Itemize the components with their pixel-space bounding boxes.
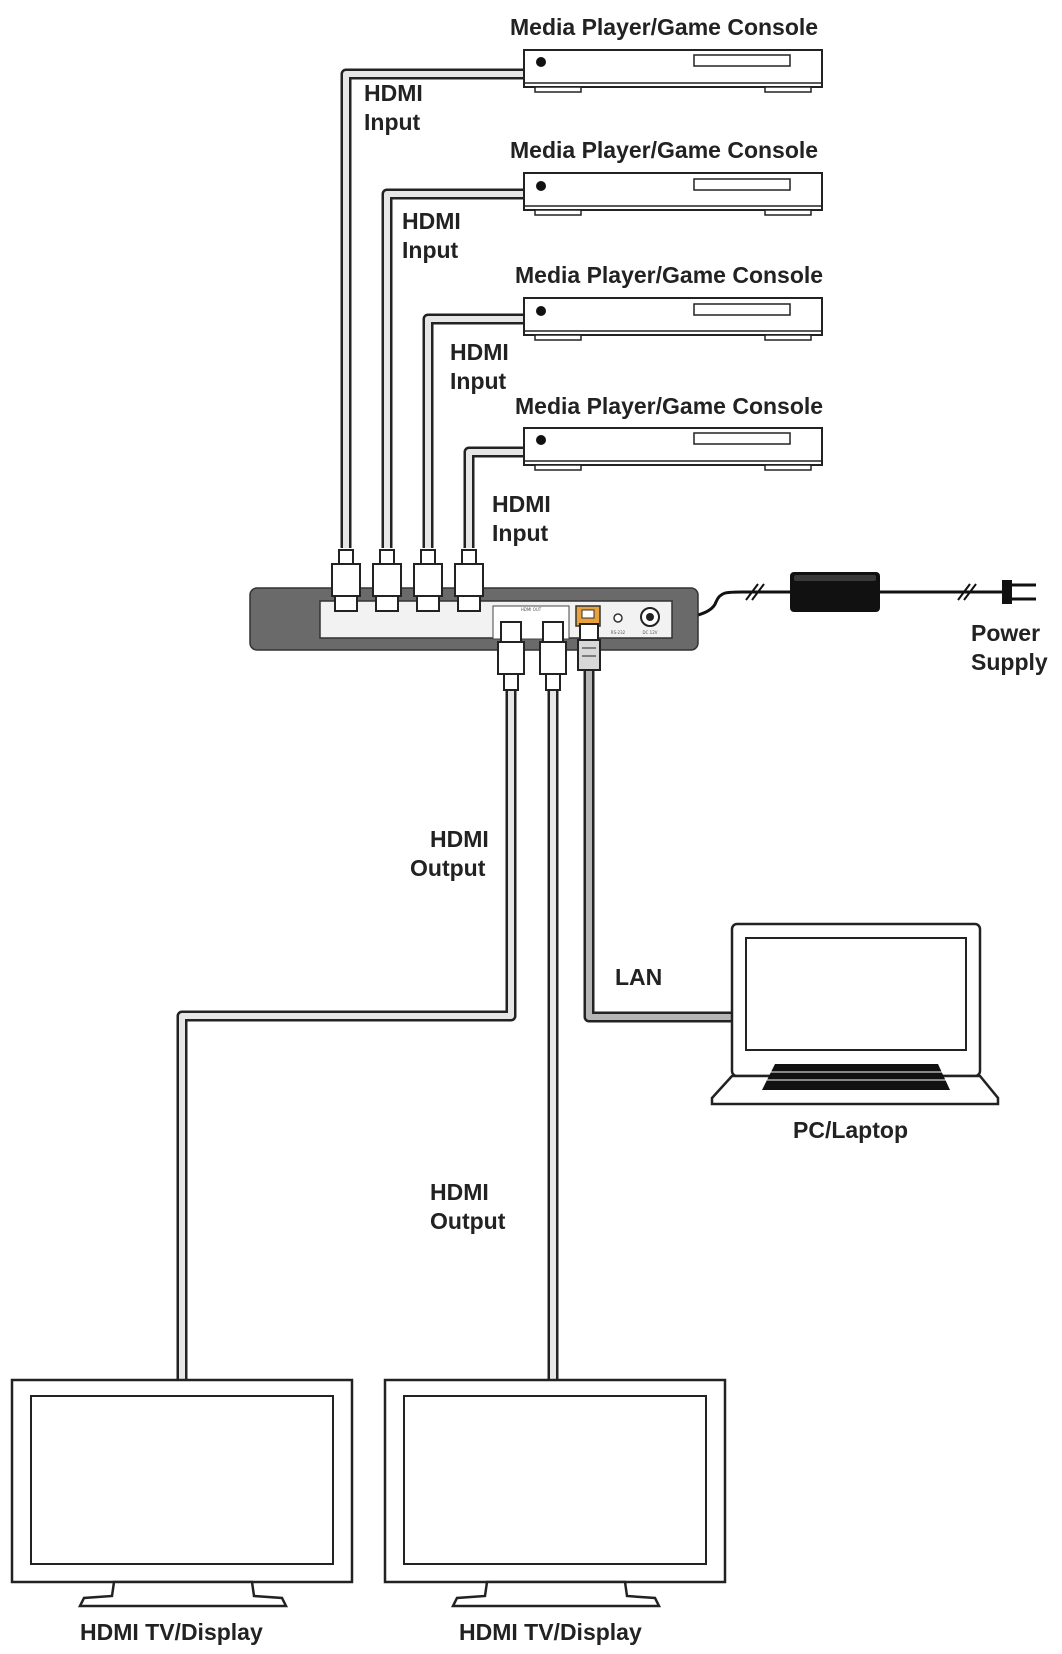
hdmi-output-cable-1 [176, 690, 517, 1380]
display-2 [383, 1378, 727, 1608]
hdmi-input-1-label-line1: HDMI [364, 80, 423, 106]
hdmi-output-connectors [497, 621, 567, 691]
source-device-4 [523, 427, 823, 471]
source-device-1-label: Media Player/Game Console [510, 14, 818, 40]
lan-connector [577, 623, 601, 671]
laptop [710, 922, 1000, 1106]
hdmi-input-cable-3 [422, 313, 524, 548]
power-adapter [790, 572, 880, 612]
power-plug-icon [1002, 580, 1036, 604]
hdmi-input-cable-4 [463, 446, 524, 548]
keyboard-icon [762, 1064, 950, 1090]
lan-cable [583, 670, 732, 1023]
rs232-port [613, 613, 623, 623]
lan-label: LAN [615, 964, 662, 990]
dc-power-jack-label: DC 12V [643, 630, 658, 635]
display-1-label: HDMI TV/Display [80, 1619, 263, 1645]
source-device-3 [523, 297, 823, 341]
hdmi-input-2-label-line2: Input [402, 237, 459, 263]
hdmi-output-1-label-line1: HDMI [430, 826, 489, 852]
hdmi-output-1-label-line2: Output [410, 855, 486, 881]
hdmi-input-cables [340, 68, 524, 548]
hdmi-input-3-label-line1: HDMI [450, 339, 509, 365]
hdmi-input-connector-4 [454, 549, 484, 612]
hdmi-input-2-label-line1: HDMI [402, 208, 461, 234]
display-1 [10, 1378, 354, 1608]
hdmi-input-connector-2 [372, 549, 402, 612]
hdmi-input-3-label-line2: Input [450, 368, 507, 394]
source-device-2-label: Media Player/Game Console [510, 137, 818, 163]
hdmi-output-2-label-line1: HDMI [430, 1179, 489, 1205]
laptop-label: PC/Laptop [793, 1117, 908, 1143]
source-device-4-label: Media Player/Game Console [515, 393, 823, 419]
display-2-label: HDMI TV/Display [459, 1619, 642, 1645]
hdmi-input-4-label-line1: HDMI [492, 491, 551, 517]
hdmi-input-connectors [331, 549, 484, 612]
rs232-port-label: RS-232 [611, 630, 626, 635]
hdmi-output-cables [176, 690, 559, 1380]
hdmi-input-1-label-line2: Input [364, 109, 421, 135]
hdmi-input-4-label-line2: Input [492, 520, 549, 546]
hdmi-input-cable-1 [340, 68, 524, 548]
source-device-2 [523, 172, 823, 216]
hdmi-output-connector-2 [539, 621, 567, 691]
dc-power-jack [640, 607, 660, 627]
hdmi-output-2-label-line2: Output [430, 1208, 506, 1234]
hdmi-input-connector-3 [413, 549, 443, 612]
hdmi-output-connector-1 [497, 621, 525, 691]
hdmi-input-cable-2 [381, 188, 524, 548]
source-device-3-label: Media Player/Game Console [515, 262, 823, 288]
source-device-1 [523, 49, 823, 93]
power-supply-label-line1: Power [971, 620, 1040, 646]
hdmi-input-connector-1 [331, 549, 361, 612]
hdmi-out-port-label: HDMI OUT [521, 607, 542, 612]
power-supply-label-line2: Supply [971, 649, 1048, 675]
